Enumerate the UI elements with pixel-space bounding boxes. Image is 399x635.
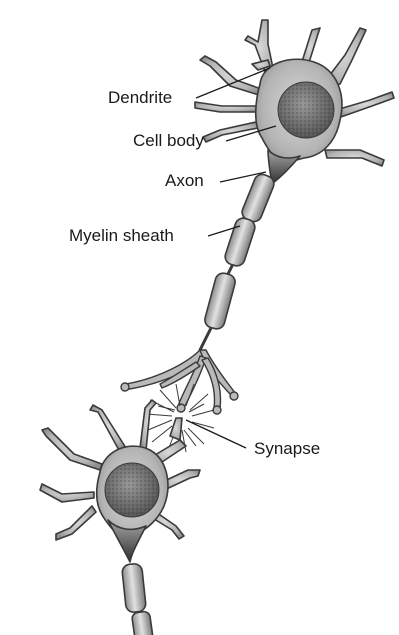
upper-myelin-sheath bbox=[203, 172, 276, 331]
dendrite-label: Dendrite bbox=[108, 88, 172, 107]
synapse-label: Synapse bbox=[254, 439, 320, 458]
lower-neuron bbox=[40, 400, 200, 635]
upper-neuron bbox=[121, 20, 394, 414]
axon-label: Axon bbox=[165, 171, 204, 190]
cell-body-label: Cell body bbox=[133, 131, 204, 150]
lower-myelin-sheath bbox=[122, 563, 154, 635]
myelin-sheath-label: Myelin sheath bbox=[69, 226, 174, 245]
synapse-leader bbox=[186, 420, 246, 448]
